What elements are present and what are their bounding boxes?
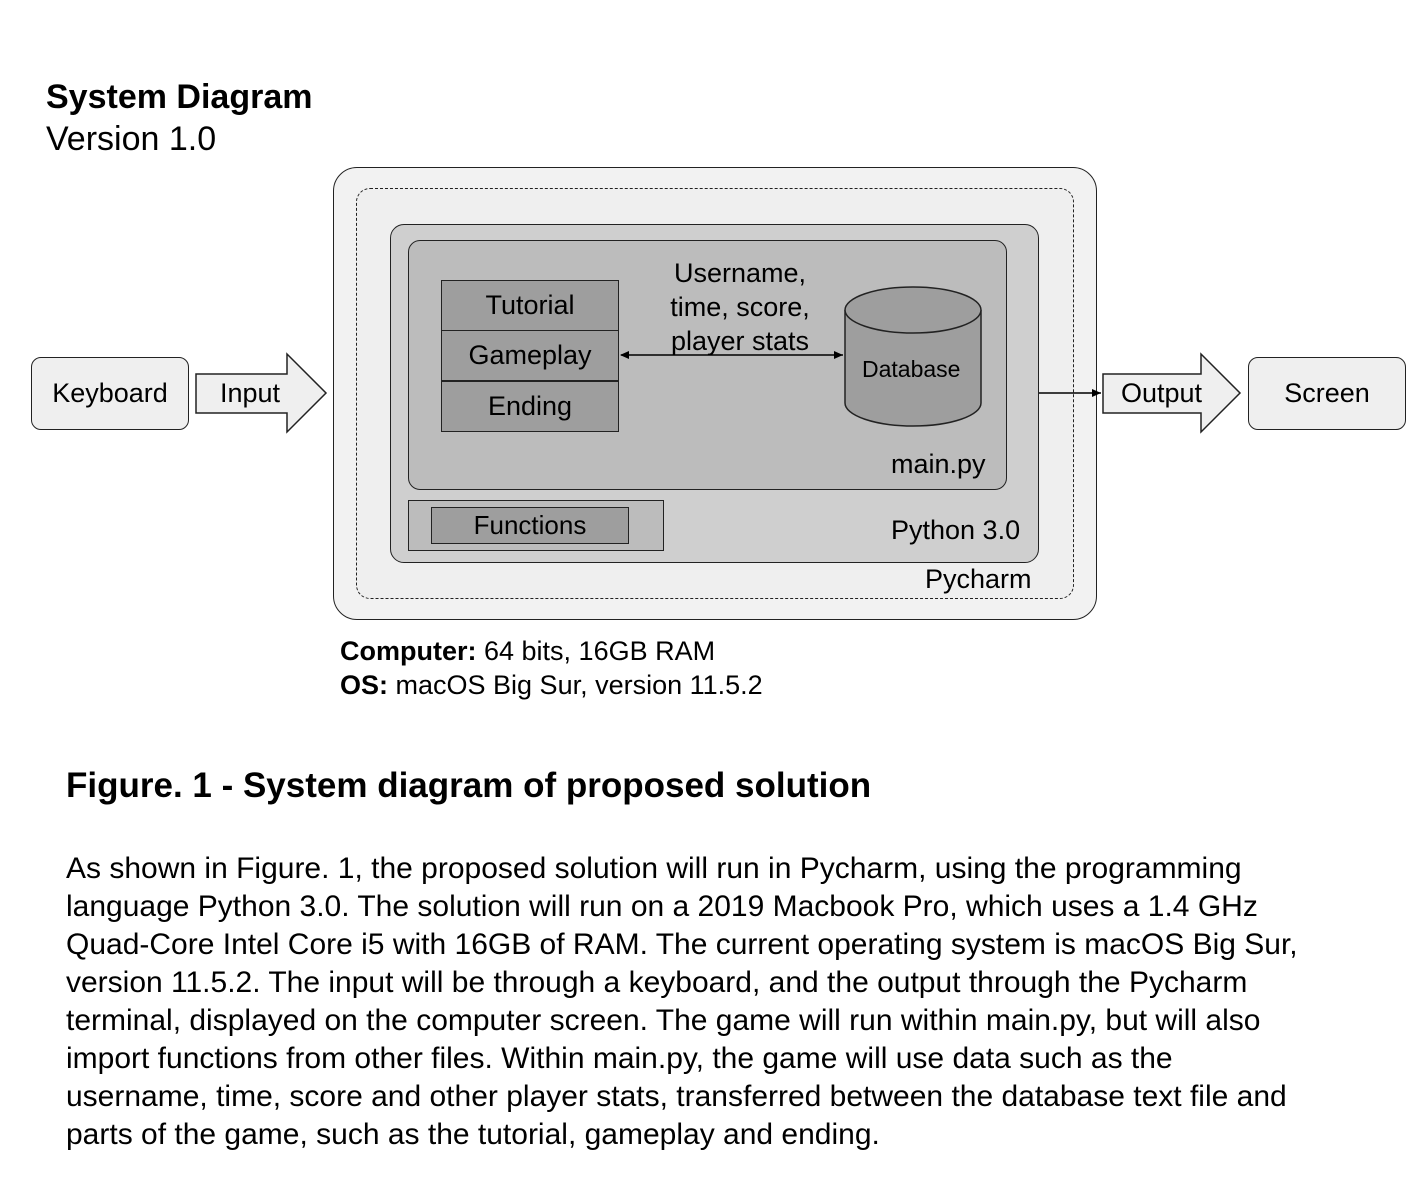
ending-module: Ending xyxy=(441,381,619,432)
gameplay-module: Gameplay xyxy=(441,330,619,381)
tutorial-module: Tutorial xyxy=(441,280,619,331)
diagram-version: Version 1.0 xyxy=(46,120,217,158)
paragraph-line: username, time, score and other player s… xyxy=(66,1080,1287,1113)
paragraph-line: Quad-Core Intel Core i5 with 16GB of RAM… xyxy=(66,928,1298,961)
data-label-line: time, score, xyxy=(670,292,810,322)
os-spec: OS: macOS Big Sur, version 11.5.2 xyxy=(340,668,763,702)
paragraph-line: version 11.5.2. The input will be throug… xyxy=(66,966,1248,999)
keyboard-box: Keyboard xyxy=(31,357,189,430)
data-label-line: Username, xyxy=(673,258,807,288)
paragraph-line: language Python 3.0. The solution will r… xyxy=(66,890,1258,923)
paragraph-line: parts of the game, such as the tutorial,… xyxy=(66,1118,880,1151)
database-icon xyxy=(844,286,982,427)
paragraph-line: As shown in Figure. 1, the proposed solu… xyxy=(66,852,1242,885)
os-spec-value: macOS Big Sur, version 11.5.2 xyxy=(388,670,763,700)
functions-module: Functions xyxy=(431,507,629,544)
figure-caption: Figure. 1 - System diagram of proposed s… xyxy=(66,766,872,805)
paragraph-line: import functions from other files. Withi… xyxy=(66,1042,1173,1075)
computer-spec-value: 64 bits, 16GB RAM xyxy=(476,636,716,666)
output-label: Output xyxy=(1121,378,1203,408)
os-spec-label: OS: xyxy=(340,670,389,700)
screen-box: Screen xyxy=(1248,357,1406,430)
output-arrow-shape xyxy=(1102,352,1242,434)
database-label: Database xyxy=(862,356,961,382)
input-label: Input xyxy=(220,378,281,408)
mainpy-label: main.py xyxy=(891,449,986,479)
description-paragraph: As shown in Figure. 1, the proposed solu… xyxy=(66,850,1366,1154)
diagram-title: System Diagram xyxy=(46,78,313,116)
computer-spec-label: Computer: xyxy=(340,636,477,666)
paragraph-line: terminal, displayed on the computer scre… xyxy=(66,1004,1261,1037)
input-arrow-shape xyxy=(195,352,328,434)
computer-spec: Computer: 64 bits, 16GB RAM xyxy=(340,634,715,668)
python-label: Python 3.0 xyxy=(891,515,1021,545)
pycharm-label: Pycharm xyxy=(925,564,1032,594)
